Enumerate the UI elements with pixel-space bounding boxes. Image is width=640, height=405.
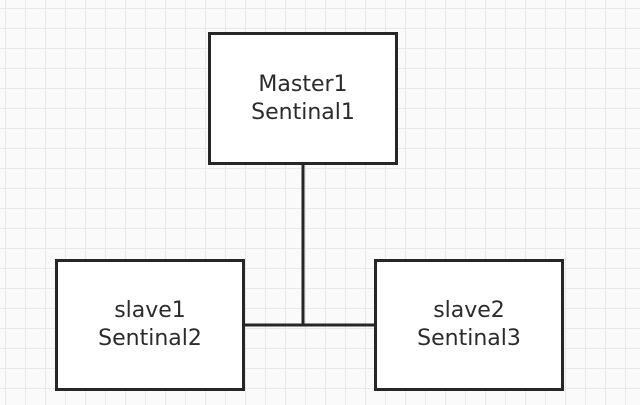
master-node-sentinel: Sentinal1	[251, 99, 355, 125]
slave2-node-sentinel: Sentinal3	[417, 326, 521, 351]
master-node[interactable]: Master1 Sentinal1	[208, 32, 398, 165]
slave1-node-name: slave1	[114, 298, 186, 323]
slave2-node[interactable]: slave2 Sentinal3	[374, 259, 564, 391]
slave2-node-name: slave2	[433, 298, 505, 323]
slave1-node[interactable]: slave1 Sentinal2	[55, 259, 245, 391]
slave1-node-sentinel: Sentinal2	[98, 326, 202, 351]
master-node-name: Master1	[258, 71, 348, 97]
